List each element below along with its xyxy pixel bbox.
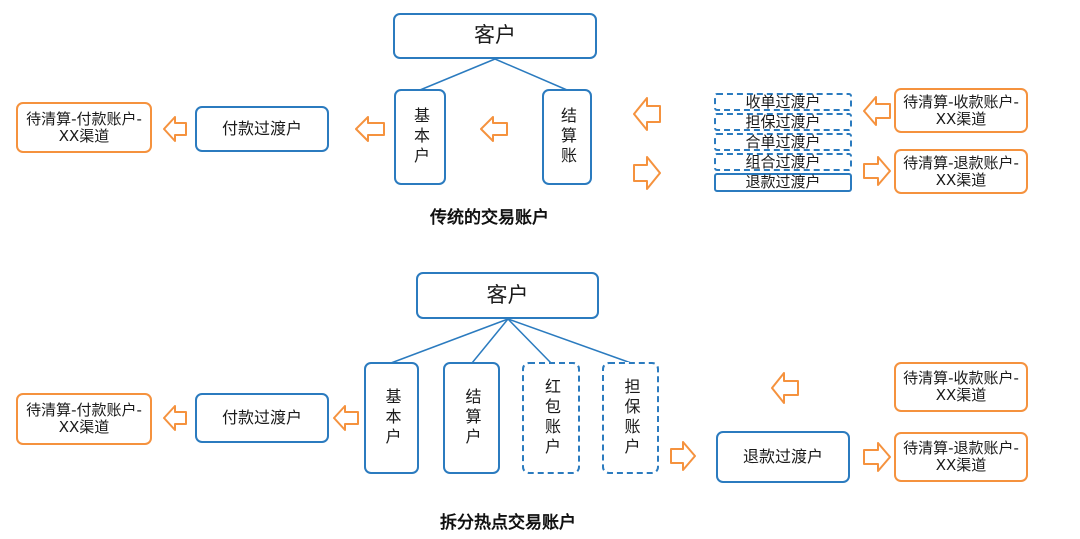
connector-bottom-customer-basic: [390, 318, 509, 364]
top-arrow-left-icon: [863, 96, 891, 126]
top-pay-transit-box: 付款过渡户: [195, 106, 329, 152]
top-settlement-account-box: 结算账: [542, 89, 592, 185]
top-caption: 传统的交易账户: [430, 208, 549, 228]
top-refund-transit-box: 退款过渡户: [714, 173, 852, 192]
bottom-basic-account-box: 基本户: [364, 362, 419, 474]
bottom-customer-box: 客户: [416, 272, 599, 319]
top-combine-transit-box: 组合过渡户: [714, 153, 852, 171]
bottom-guarantee-account-box: 担保账户: [602, 362, 659, 474]
connector-bottom-customer-guarantee: [507, 318, 632, 364]
top-guarantee-transit-box: 担保过渡户: [714, 113, 852, 131]
top-arrow-right-icon: [633, 156, 661, 190]
top-pending-refund-channel-box: 待清算-退款账户-XX渠道: [894, 149, 1028, 194]
bottom-arrow-left-icon: [333, 405, 359, 431]
bottom-pending-pay-channel-box: 待清算-付款账户-XX渠道: [16, 393, 152, 445]
bottom-pay-transit-box: 付款过渡户: [195, 393, 329, 443]
bottom-settlement-account-box: 结算户: [443, 362, 500, 474]
top-arrow-left-icon: [163, 116, 187, 142]
top-merge-transit-box: 合单过渡户: [714, 133, 852, 151]
top-collect-transit-box: 收单过渡户: [714, 93, 852, 111]
bottom-arrow-left-icon: [163, 405, 187, 431]
bottom-refund-transit-box: 退款过渡户: [716, 431, 850, 483]
bottom-red-packet-account-box: 红包账户: [522, 362, 580, 474]
connector-bottom-customer-redpacket: [507, 318, 552, 364]
bottom-arrow-right-icon: [670, 441, 696, 471]
connector-top-customer-settlement: [494, 58, 568, 91]
bottom-caption: 拆分热点交易账户: [440, 513, 576, 533]
connector-top-customer-basic: [419, 58, 496, 91]
bottom-pending-collect-channel-box: 待清算-收款账户-XX渠道: [894, 362, 1028, 412]
top-arrow-left-icon: [355, 116, 385, 142]
connector-bottom-customer-settlement: [471, 318, 509, 364]
bottom-arrow-right-icon: [863, 442, 891, 472]
top-pending-collect-channel-box: 待清算-收款账户-XX渠道: [894, 88, 1028, 133]
top-arrow-left-icon: [480, 116, 508, 142]
top-pending-pay-channel-box: 待清算-付款账户-XX渠道: [16, 102, 152, 153]
bottom-arrow-left-icon: [771, 372, 799, 404]
top-basic-account-box: 基本户: [394, 89, 446, 185]
top-arrow-left-icon: [633, 97, 661, 131]
top-arrow-right-icon: [863, 156, 891, 186]
top-customer-box: 客户: [393, 13, 597, 59]
bottom-pending-refund-channel-box: 待清算-退款账户-XX渠道: [894, 432, 1028, 482]
